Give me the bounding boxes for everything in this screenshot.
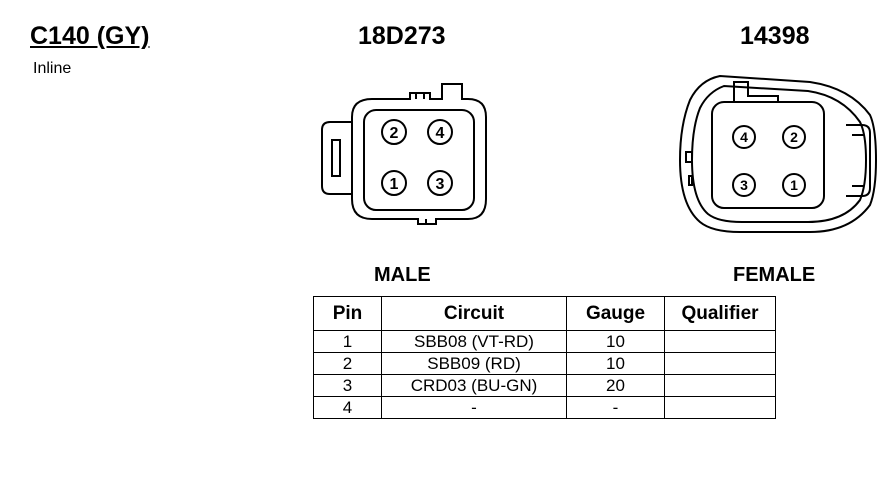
gauge-cell: - (566, 396, 665, 419)
female-pin-group: 4 2 3 1 (732, 125, 806, 197)
pin-cell: 2 (313, 352, 382, 375)
female-pin-4 (732, 125, 756, 149)
male-label: MALE (374, 264, 431, 286)
circuit-cell: - (381, 396, 567, 419)
circuit-cell: CRD03 (BU-GN) (381, 374, 567, 397)
gauge-cell: 10 (566, 330, 665, 353)
male-pin-group: 2 4 1 3 (381, 119, 453, 196)
connector-subtitle: Inline (33, 60, 72, 77)
female-label: FEMALE (733, 264, 816, 286)
gauge-cell: 20 (566, 374, 665, 397)
header-circuit: Circuit (381, 296, 567, 331)
table-row: 2 SBB09 (RD) 10 (313, 352, 776, 375)
table-row: 3 CRD03 (BU-GN) 20 (313, 374, 776, 397)
male-part-number: 18D273 (358, 22, 446, 50)
female-pin-label: 1 (790, 177, 798, 193)
male-pin-2 (381, 119, 407, 145)
male-pin-label: 1 (390, 176, 399, 193)
header-qualifier: Qualifier (664, 296, 776, 331)
pin-cell: 3 (313, 374, 382, 397)
connector-title: C140 (GY) (30, 22, 150, 50)
female-part-number: 14398 (740, 22, 810, 50)
pin-cell: 4 (313, 396, 382, 419)
female-pin-1 (782, 173, 806, 197)
female-pin-label: 4 (740, 129, 748, 145)
header-gauge: Gauge (566, 296, 665, 331)
table-header-row: Pin Circuit Gauge Qualifier (313, 296, 776, 331)
pinout-table: Pin Circuit Gauge Qualifier 1 SBB08 (VT-… (313, 296, 776, 419)
male-pin-label: 2 (390, 125, 399, 142)
male-pin-3 (427, 170, 453, 196)
male-pin-label: 4 (436, 125, 445, 142)
pin-cell: 1 (313, 330, 382, 353)
qualifier-cell (664, 396, 776, 419)
female-pin-2 (782, 125, 806, 149)
qualifier-cell (664, 374, 776, 397)
gauge-cell: 10 (566, 352, 665, 375)
male-pin-1 (381, 170, 407, 196)
table-row: 4 - - (313, 396, 776, 419)
table-row: 1 SBB08 (VT-RD) 10 (313, 330, 776, 353)
qualifier-cell (664, 352, 776, 375)
male-pin-4 (427, 119, 453, 145)
circuit-cell: SBB09 (RD) (381, 352, 567, 375)
female-pin-label: 3 (740, 177, 748, 193)
male-pin-label: 3 (436, 176, 445, 193)
header-pin: Pin (313, 296, 382, 331)
qualifier-cell (664, 330, 776, 353)
female-pin-3 (732, 173, 756, 197)
female-pin-label: 2 (790, 129, 798, 145)
circuit-cell: SBB08 (VT-RD) (381, 330, 567, 353)
